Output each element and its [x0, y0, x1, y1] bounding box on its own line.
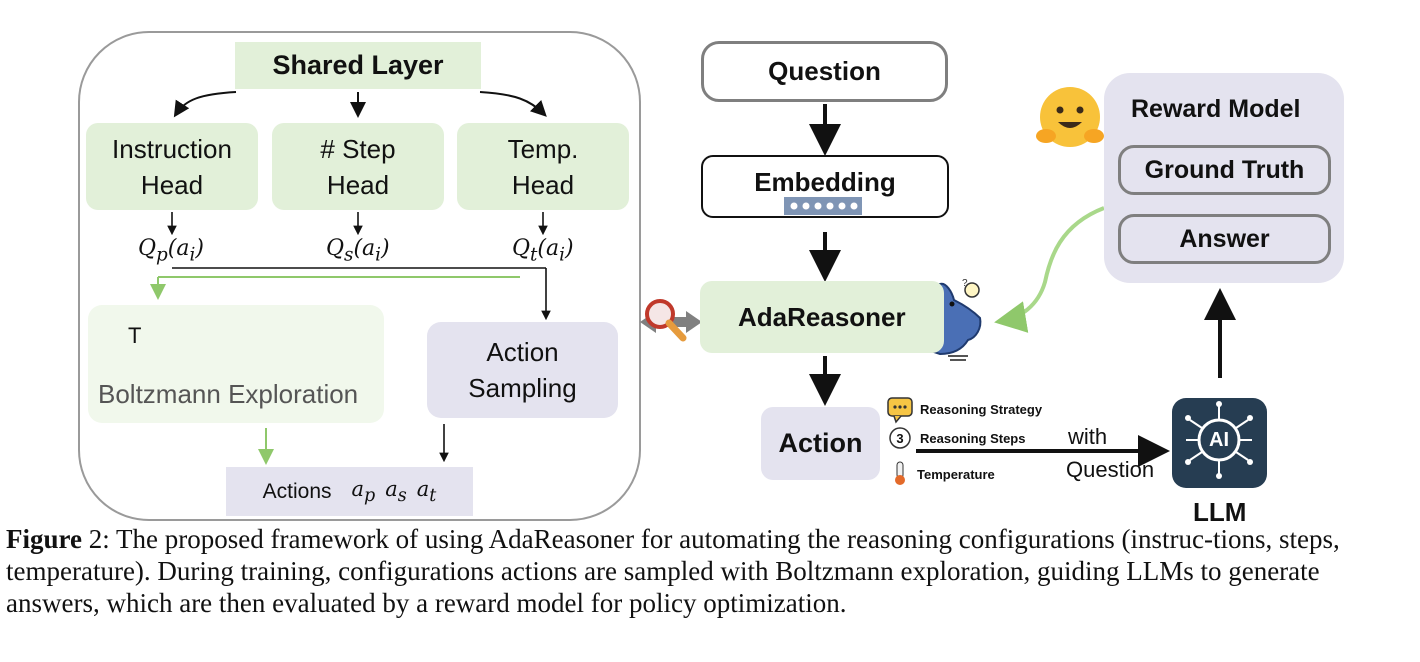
instruction-head-box: Instruction Head — [86, 123, 258, 210]
instruction-head-line2: Head — [140, 169, 204, 200]
boltzmann-label: Boltzmann Exploration — [98, 379, 359, 409]
arrow-shared-to-instruction — [173, 91, 237, 118]
actions-box: Actions ap as at — [226, 467, 473, 516]
config-reasoning-strategy: Reasoning Strategy — [920, 402, 1043, 417]
reward-model-box — [1104, 73, 1344, 283]
adareasoner-box: AdaReasoner — [700, 281, 944, 353]
speech-bubble-icon — [887, 397, 913, 424]
caption-text: : The proposed framework of using AdaRea… — [6, 524, 1340, 618]
ai-chip-text: AI — [1209, 428, 1229, 451]
figure-number: 2 — [82, 524, 103, 554]
step-head-line1: # Step — [320, 133, 396, 164]
embedding-vector-icon — [784, 197, 862, 215]
temp-head-box: Temp. Head — [457, 123, 629, 210]
temp-head-line1: Temp. — [507, 133, 579, 164]
arrow-shared-to-temp — [479, 91, 547, 117]
action-at: at — [416, 476, 437, 507]
shared-layer-box: Shared Layer — [235, 42, 481, 89]
step-head-line2: Head — [326, 169, 390, 200]
thermometer-icon — [895, 461, 905, 485]
adareasoner-label: AdaReasoner — [738, 301, 906, 332]
temp-head-line2: Head — [511, 169, 575, 200]
q-value-step: Qs(ai) — [326, 236, 390, 266]
magnifier-icon — [645, 299, 687, 342]
embedding-box: Embedding — [701, 155, 949, 218]
config-steps-badge: 3 — [896, 430, 904, 446]
figure-label: Figure — [6, 524, 82, 554]
action-box: Action — [761, 407, 880, 480]
llm-label: LLM — [1193, 497, 1247, 527]
action-sampling-line1: Action — [486, 337, 559, 367]
q-value-instruction: Qp(ai) — [138, 236, 204, 266]
with-label: with — [1068, 424, 1108, 449]
svg-text:?: ? — [962, 278, 968, 289]
question-box: Question — [701, 41, 948, 102]
config-reasoning-steps: Reasoning Steps — [920, 431, 1026, 446]
reward-model-title: Reward Model — [1131, 95, 1301, 123]
q-value-temp: Qt(ai) — [512, 236, 574, 266]
actions-label: Actions — [262, 479, 332, 503]
hugging-face-icon — [1036, 87, 1104, 147]
question-label: Question — [1066, 457, 1155, 482]
arrow-reward-to-adareasoner — [994, 206, 1105, 333]
step-head-box: # Step Head — [272, 123, 444, 210]
policy-frame — [78, 31, 641, 521]
number-three-icon — [889, 427, 911, 449]
ai-chip-icon — [1172, 398, 1267, 488]
figure-caption: Figure 2: The proposed framework of usin… — [6, 523, 1418, 619]
boltzmann-exploration-box — [88, 305, 384, 423]
temperature-label: T — [128, 323, 142, 348]
answer-box: Answer — [1118, 214, 1331, 264]
action-as: as — [385, 476, 407, 507]
embedding-label: Embedding — [754, 167, 896, 197]
action-sampling-box: Action Sampling — [427, 322, 618, 418]
instruction-head-line1: Instruction — [112, 133, 232, 164]
ground-truth-box: Ground Truth — [1118, 145, 1331, 195]
config-temperature: Temperature — [917, 467, 995, 482]
action-sampling-line2: Sampling — [468, 373, 577, 403]
action-ap: ap — [351, 476, 376, 507]
